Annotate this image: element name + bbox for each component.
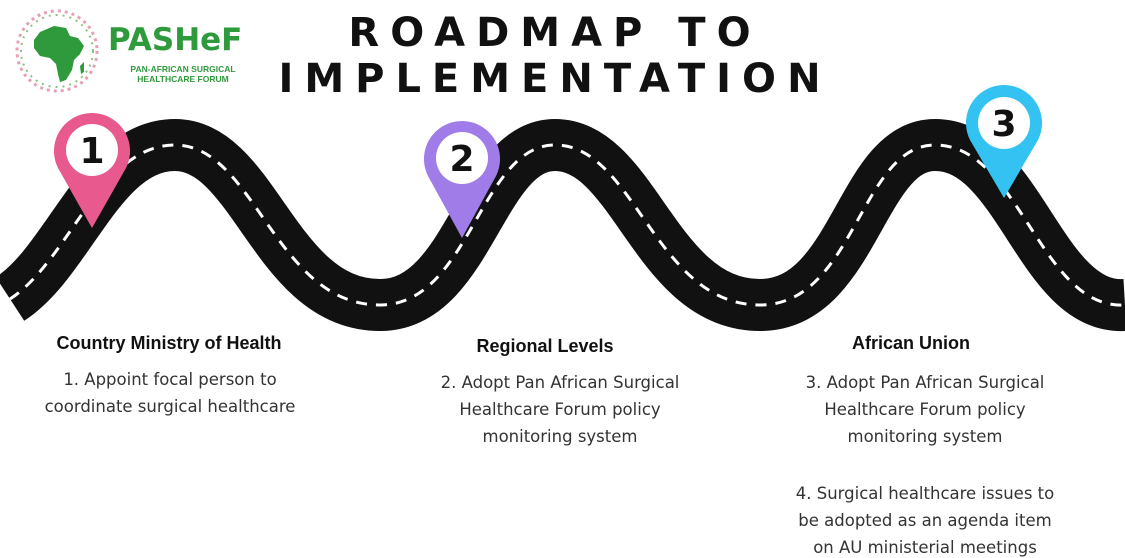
stage-1-title: Country Ministry of Health — [56, 333, 282, 353]
stage-2-line: monitoring system — [482, 427, 638, 446]
stage-2-line: 2. Adopt Pan African Surgical — [440, 373, 680, 392]
stage-2-description: 2. Adopt Pan African Surgical Healthcare… — [400, 369, 720, 450]
pin-number: 1 — [79, 131, 104, 172]
stage-1-line: 1. Appoint focal person to — [63, 370, 277, 389]
stage-1-pin: 1 — [54, 113, 130, 228]
road-surface — [0, 118, 1125, 332]
title-line-2: IMPLEMENTATION — [278, 56, 832, 102]
stage-2-line: Healthcare Forum policy — [459, 400, 661, 419]
stage-3-description: 3. Adopt Pan African Surgical Healthcare… — [765, 369, 1085, 450]
africa-map-icon — [15, 9, 99, 93]
pin-number: 3 — [991, 104, 1016, 145]
road-center-line — [9, 143, 1125, 307]
stage-1-line: coordinate surgical healthcare — [44, 397, 296, 416]
stage-2-pin: 2 — [424, 121, 500, 238]
pashef-logo: PASHeF Pan-African Surgical Healthcare F… — [14, 8, 264, 94]
stage-3-extra-description: 4. Surgical healthcare issues to be adop… — [765, 480, 1085, 558]
stage-3-extra-line: be adopted as an agenda item — [798, 511, 1052, 530]
stage-3-extra-line: on AU ministerial meetings — [813, 538, 1037, 557]
logo-name: PASHeF — [108, 22, 243, 58]
stage-3-pin: 3 — [966, 85, 1042, 198]
stage-3-line: monitoring system — [847, 427, 1003, 446]
logo-subtitle: Pan-African Surgical Healthcare Forum — [118, 64, 248, 84]
pin-number: 2 — [449, 139, 474, 180]
title-line-1: ROADMAP TO — [348, 10, 762, 56]
stage-3-line: Healthcare Forum policy — [824, 400, 1026, 419]
page-title: ROADMAP TO IMPLEMENTATION — [265, 10, 845, 102]
stage-2-title: Regional Levels — [476, 336, 614, 356]
stage-3-extra-line: 4. Surgical healthcare issues to — [795, 484, 1055, 503]
stage-1-description: 1. Appoint focal person to coordinate su… — [10, 366, 330, 420]
logo-subtitle-line: Pan-African Surgical — [130, 64, 236, 74]
stage-3-line: 3. Adopt Pan African Surgical — [805, 373, 1045, 392]
logo-subtitle-line: Healthcare Forum — [137, 74, 229, 84]
stage-3-title: African Union — [851, 333, 970, 353]
